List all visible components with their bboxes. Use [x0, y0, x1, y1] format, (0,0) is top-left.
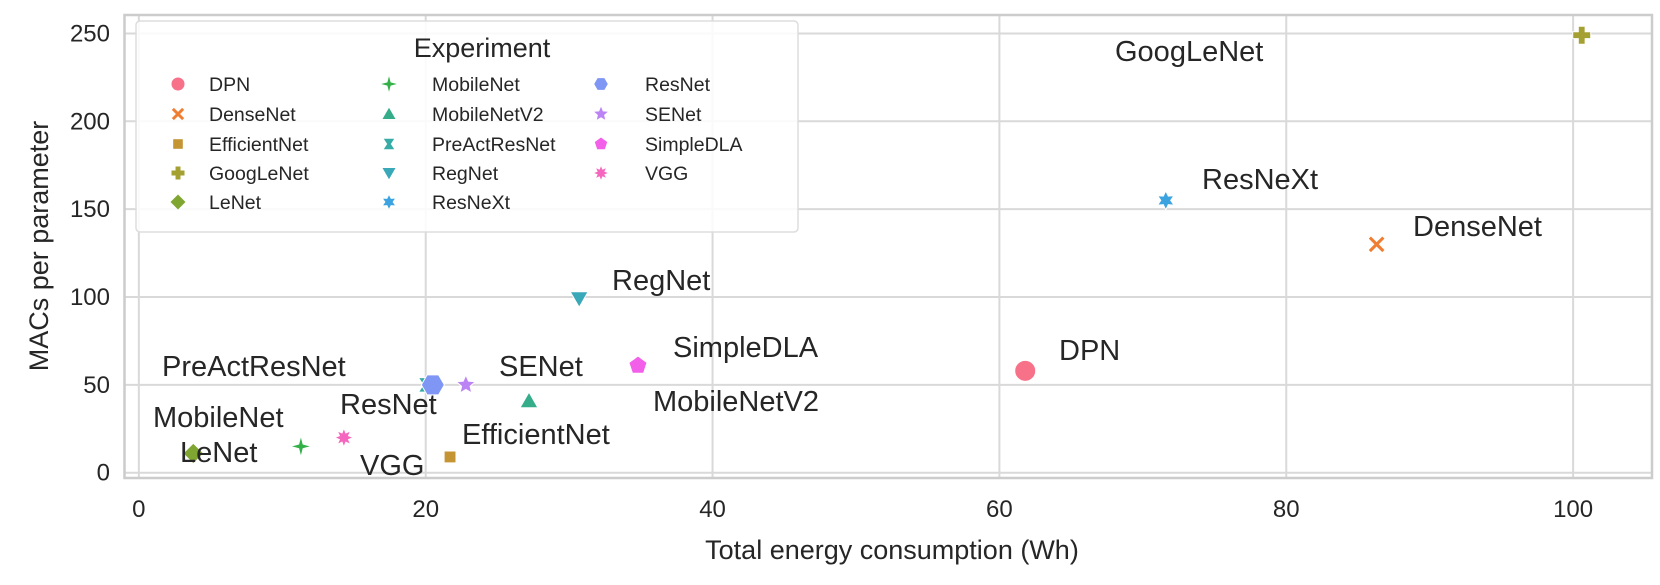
legend-label: DenseNet: [209, 104, 296, 126]
legend-item-preactresnet: PreActResNet: [383, 134, 556, 156]
label-senet: SENet: [499, 351, 583, 383]
legend-item-googlenet: GoogLeNet: [171, 163, 309, 185]
legend-marker-mobilenet: [381, 76, 397, 92]
legend-marker-mobilenetv2: [382, 107, 396, 119]
data-points: [182, 25, 1592, 465]
x-axis-label: Total energy consumption (Wh): [705, 535, 1079, 565]
point-resnext: [1156, 189, 1176, 211]
legend-item-regnet: RegNet: [382, 163, 499, 185]
legend-item-resnext: ResNeXt: [383, 192, 511, 214]
legend-item-efficientnet: EfficientNet: [173, 134, 309, 156]
legend-label: PreActResNet: [432, 134, 556, 156]
legend-marker-senet: [594, 106, 608, 120]
label-regnet: RegNet: [612, 265, 710, 297]
x-tick-label: 20: [412, 496, 439, 523]
x-tick-label: 40: [699, 496, 726, 523]
legend-item-simpledla: SimpleDLA: [594, 134, 743, 156]
y-tick-label: 100: [70, 284, 110, 311]
legend-item-densenet: DenseNet: [171, 104, 296, 126]
label-mobilenetv2: MobileNetV2: [653, 386, 819, 418]
legend-label: GoogLeNet: [209, 163, 309, 185]
point-lenet: [182, 442, 205, 465]
y-tick-label: 250: [70, 20, 110, 47]
x-tick-label: 0: [132, 496, 145, 523]
point-dpn: [1014, 359, 1037, 382]
legend-marker-resnext: [383, 195, 395, 209]
y-tick-label: 0: [97, 460, 110, 487]
label-vgg: VGG: [360, 450, 424, 482]
point-regnet: [569, 291, 589, 309]
legend-label: RegNet: [432, 163, 499, 185]
legend-box: [135, 20, 799, 233]
legend-item-resnet: ResNet: [594, 74, 711, 96]
point-mobilenet: [288, 433, 314, 458]
point-labels: DPNDenseNetEfficientNetGoogLeNetLeNetMob…: [153, 36, 1542, 482]
legend-label: DPN: [209, 74, 250, 96]
point-senet: [455, 373, 477, 394]
label-googlenet: GoogLeNet: [1115, 36, 1263, 68]
legend-item-senet: SENet: [594, 104, 702, 126]
legend-item-vgg: VGG: [594, 163, 688, 185]
y-tick-label: 50: [83, 372, 110, 399]
legend-marker-efficientnet: [173, 139, 183, 149]
y-tick-label: 150: [70, 196, 110, 223]
label-resnet: ResNet: [340, 389, 437, 421]
legend-marker-densenet: [171, 107, 185, 121]
legend-label: SENet: [645, 104, 702, 126]
y-tick-label: 200: [70, 108, 110, 135]
label-resnext: ResNeXt: [1202, 164, 1318, 196]
legend-marker-regnet: [382, 168, 396, 180]
legend-label: MobileNet: [432, 74, 520, 96]
point-densenet: [1367, 235, 1386, 254]
legend-label: EfficientNet: [209, 134, 309, 156]
label-mobilenet: MobileNet: [153, 402, 284, 434]
legend-marker-resnet: [594, 78, 608, 90]
legend-label: LeNet: [209, 192, 262, 214]
point-simpledla: [628, 355, 648, 374]
legend-marker-googlenet: [171, 166, 185, 180]
legend-label: ResNet: [645, 74, 711, 96]
label-preactresnet: PreActResNet: [162, 351, 346, 383]
legend-item-mobilenet: MobileNet: [381, 74, 520, 96]
legend-marker-preactresnet: [383, 138, 395, 150]
point-vgg: [333, 426, 355, 449]
x-tick-label: 80: [1273, 496, 1300, 523]
legend-marker-lenet: [170, 194, 186, 210]
plot-frame: [123, 13, 1654, 480]
legend-item-dpn: DPN: [171, 74, 250, 96]
tick-labels: 0 20 40 60 80 100 0 50 100 150 200 250: [70, 20, 1593, 523]
legend-marker-simpledla: [594, 137, 608, 150]
legend-label: MobileNetV2: [432, 104, 544, 126]
legend-title: Experiment: [414, 33, 551, 63]
point-googlenet: [1572, 25, 1592, 45]
label-densenet: DenseNet: [1413, 211, 1542, 243]
legend-marker-dpn: [171, 77, 185, 91]
label-lenet: LeNet: [180, 437, 257, 469]
legend-item-mobilenetv2: MobileNetV2: [382, 104, 544, 126]
label-simpledla: SimpleDLA: [673, 332, 819, 364]
y-axis-label: MACs per parameter: [24, 121, 54, 372]
point-mobilenetv2: [519, 391, 539, 409]
point-efficientnet: [443, 450, 457, 464]
legend-label: ResNeXt: [432, 192, 511, 214]
label-dpn: DPN: [1059, 335, 1120, 367]
legend-marker-vgg: [594, 166, 608, 180]
legend-label: SimpleDLA: [645, 134, 743, 156]
legend-label: VGG: [645, 163, 688, 185]
x-tick-label: 100: [1553, 496, 1593, 523]
label-efficientnet: EfficientNet: [462, 419, 610, 451]
x-tick-label: 60: [986, 496, 1013, 523]
point-resnet: [420, 374, 445, 396]
legend-item-lenet: LeNet: [170, 192, 262, 214]
